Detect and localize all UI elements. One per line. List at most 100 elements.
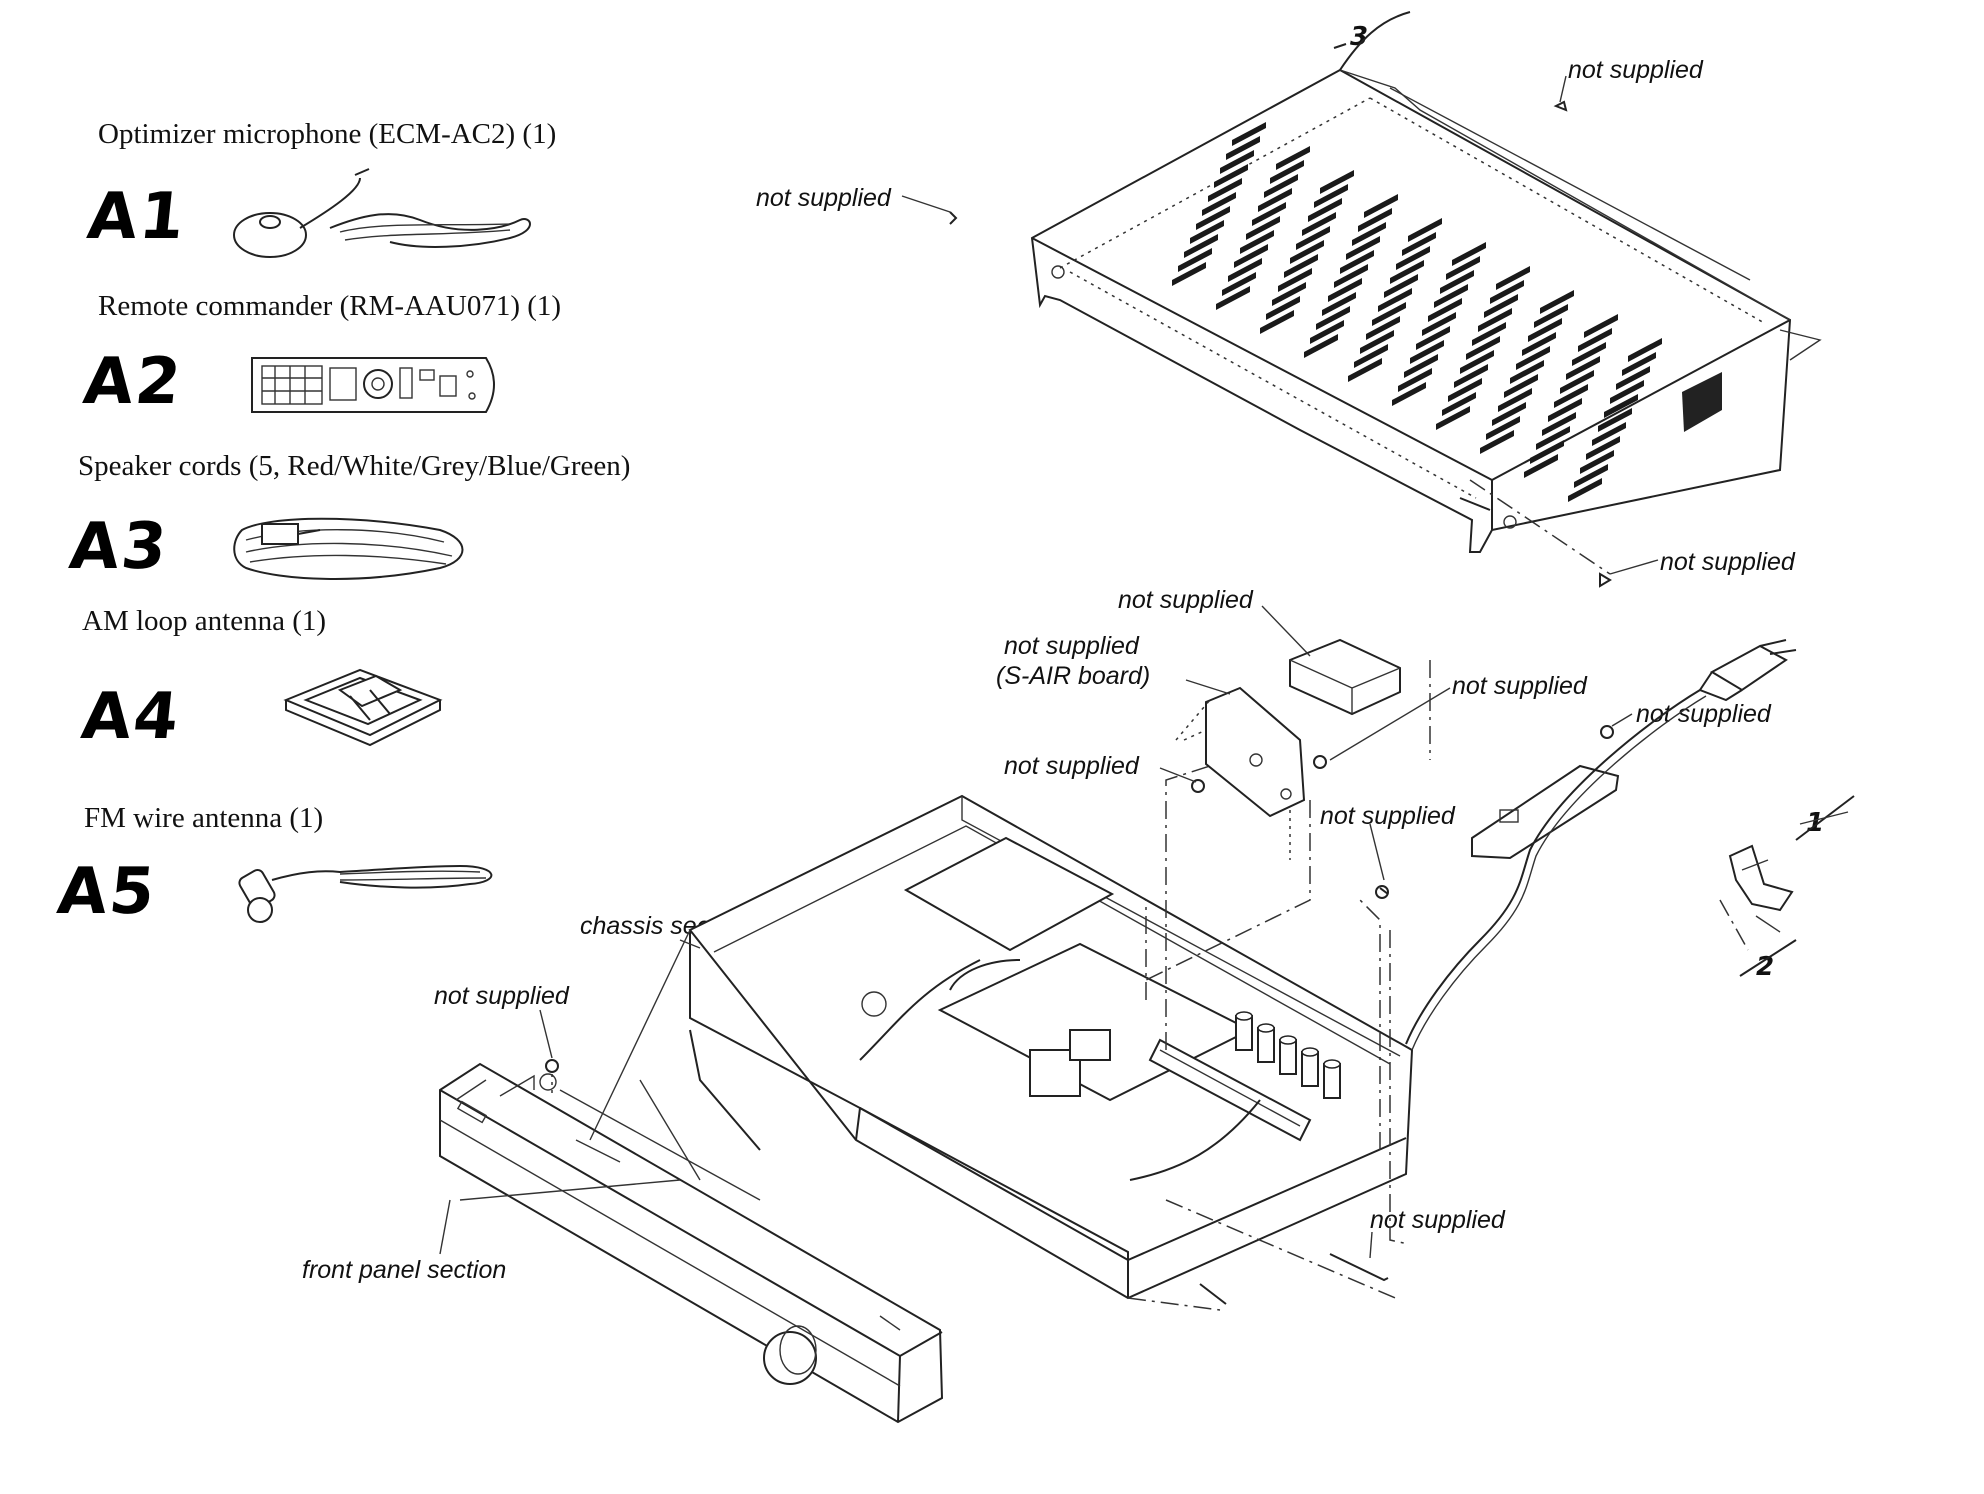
vent-slot bbox=[1496, 266, 1530, 290]
vent-slot bbox=[1296, 226, 1330, 250]
vent-slot bbox=[1580, 450, 1614, 474]
remote-control-icon bbox=[251, 357, 495, 413]
vent-slot bbox=[1478, 308, 1512, 332]
vent-slot bbox=[1422, 312, 1456, 336]
vent-slot bbox=[1622, 352, 1656, 376]
vent-slot bbox=[1316, 306, 1350, 330]
chassis-part bbox=[688, 794, 1414, 1300]
callout-chassis-screw: not supplied bbox=[1320, 802, 1455, 830]
vent-slot bbox=[1216, 286, 1250, 310]
vent-slot bbox=[1442, 392, 1476, 416]
capacitor bbox=[1235, 1011, 1253, 1051]
vent-slot bbox=[1484, 294, 1518, 318]
vent-slot bbox=[1260, 310, 1294, 334]
vent-slot bbox=[1360, 330, 1394, 354]
vent-slot bbox=[1402, 232, 1436, 256]
vent-slot bbox=[1246, 216, 1280, 240]
vent-slot bbox=[1252, 202, 1286, 226]
vent-slot bbox=[1466, 336, 1500, 360]
capacitor bbox=[1279, 1035, 1297, 1075]
vent-slot bbox=[1276, 146, 1310, 170]
vent-slot bbox=[1196, 206, 1230, 230]
vent-slot bbox=[1568, 478, 1602, 502]
microphone-icon bbox=[233, 168, 531, 258]
fm-wire-antenna-icon bbox=[238, 864, 493, 923]
callout-bracket-left-screw: not supplied bbox=[1004, 752, 1139, 780]
vent-slot bbox=[1348, 358, 1382, 382]
vent-slot bbox=[1396, 246, 1430, 270]
vent-slot bbox=[1528, 318, 1562, 342]
vent-slot bbox=[1460, 350, 1494, 374]
vent-slot bbox=[1486, 416, 1520, 440]
vent-slot bbox=[1340, 250, 1374, 274]
vent-slot bbox=[1448, 378, 1482, 402]
callout-bottom-right: not supplied bbox=[1370, 1206, 1505, 1234]
callout-bracket-top: not supplied bbox=[1118, 586, 1253, 614]
vent-slot bbox=[1284, 254, 1318, 278]
vent-slot bbox=[1604, 394, 1638, 418]
accessory-caption-a1: Optimizer microphone (ECM-AC2) (1) bbox=[98, 118, 557, 150]
vent-slot bbox=[1540, 290, 1574, 314]
vent-slot bbox=[1208, 178, 1242, 202]
vent-slot bbox=[1334, 264, 1368, 288]
vent-slot bbox=[1490, 280, 1524, 304]
vent-slot bbox=[1358, 208, 1392, 232]
rear-bracket-part bbox=[1471, 764, 1620, 860]
callout-rear-screw: not supplied bbox=[1636, 700, 1771, 728]
vent-slot bbox=[1410, 340, 1444, 364]
vent-slot bbox=[1234, 244, 1268, 268]
am-loop-antenna-icon bbox=[283, 668, 443, 747]
vent-slot bbox=[1524, 454, 1558, 478]
vent-slot bbox=[1592, 422, 1626, 446]
vent-slot bbox=[1378, 288, 1412, 312]
vent-slot bbox=[1384, 274, 1418, 298]
vent-slot bbox=[1522, 332, 1556, 356]
vent-slot bbox=[1516, 346, 1550, 370]
ref-number-power-cord: 1 bbox=[1806, 808, 1825, 838]
callout-top-cover-right: not supplied bbox=[1568, 56, 1703, 84]
vent-slot bbox=[1584, 314, 1618, 338]
speaker-cords-icon bbox=[233, 517, 464, 580]
vent-slot bbox=[1222, 272, 1256, 296]
vent-slot bbox=[1560, 370, 1594, 394]
vent-slot bbox=[1320, 170, 1354, 194]
sair-board-part bbox=[1183, 638, 1614, 818]
capacitor bbox=[1323, 1059, 1341, 1099]
callout-bracket-screw-right: not supplied bbox=[1452, 672, 1587, 700]
callout-front-panel-section: front panel section bbox=[302, 1256, 507, 1284]
vent-slot bbox=[1314, 184, 1348, 208]
ref-number-cord-clamp: 2 bbox=[1756, 952, 1775, 982]
vent-slot bbox=[1504, 374, 1538, 398]
vent-slot bbox=[1346, 236, 1380, 260]
vent-slot bbox=[1408, 218, 1442, 242]
vent-slot bbox=[1492, 402, 1526, 426]
capacitors bbox=[1235, 1011, 1341, 1099]
vent-slot bbox=[1232, 122, 1266, 146]
callout-top-cover-left: not supplied bbox=[756, 184, 891, 212]
vent-slot bbox=[1616, 366, 1650, 390]
vent-slot bbox=[1258, 188, 1292, 212]
vent-slot bbox=[1352, 222, 1386, 246]
vent-slot bbox=[1586, 436, 1620, 460]
callout-top-cover-bottom: not supplied bbox=[1660, 548, 1795, 576]
vent-slot bbox=[1440, 270, 1474, 294]
vent-slot bbox=[1416, 326, 1450, 350]
vent-slot bbox=[1264, 174, 1298, 198]
vent-slot bbox=[1446, 256, 1480, 280]
vent-slot bbox=[1202, 192, 1236, 216]
vent-slot bbox=[1304, 334, 1338, 358]
vent-slot bbox=[1190, 220, 1224, 244]
vent-slot bbox=[1610, 380, 1644, 404]
vent-slot bbox=[1178, 248, 1212, 272]
vent-slot bbox=[1434, 284, 1468, 308]
vent-slot bbox=[1480, 430, 1514, 454]
vent-slot bbox=[1390, 260, 1424, 284]
accessory-caption-a5: FM wire antenna (1) bbox=[84, 802, 324, 834]
vent-slot bbox=[1310, 320, 1344, 344]
vent-slot bbox=[1266, 296, 1300, 320]
vent-slot bbox=[1354, 344, 1388, 368]
vent-slot bbox=[1534, 304, 1568, 328]
vent-slot bbox=[1366, 316, 1400, 340]
